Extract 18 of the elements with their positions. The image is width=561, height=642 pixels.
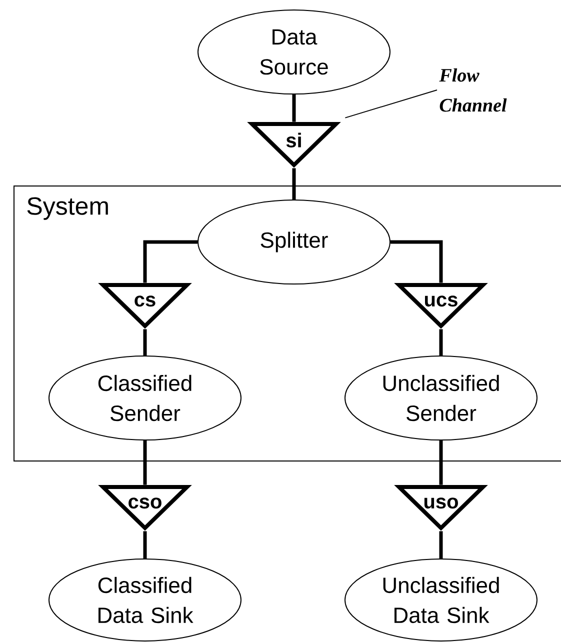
ellipse-node: Classified Data Sink — [48, 558, 242, 642]
connector-line — [143, 531, 147, 558]
connector-line — [439, 531, 443, 558]
connector-line — [292, 168, 296, 200]
ellipse-node: Splitter — [198, 200, 390, 284]
connector-line — [439, 329, 443, 356]
connector-line — [390, 240, 443, 283]
ellipse-node: Unclassified Sender — [344, 356, 538, 440]
connector-line — [143, 329, 147, 356]
connector-line — [143, 440, 147, 485]
ellipse-node: Unclassified Data Sink — [344, 558, 538, 642]
ellipse-node: Data Source — [198, 10, 390, 94]
ellipse-node: Classified Sender — [48, 356, 242, 440]
leader-line — [344, 90, 438, 118]
connector-line — [439, 440, 443, 485]
connector-line — [292, 94, 296, 122]
annotation-text: Flow Channel — [439, 68, 507, 112]
connector-line — [143, 240, 198, 283]
